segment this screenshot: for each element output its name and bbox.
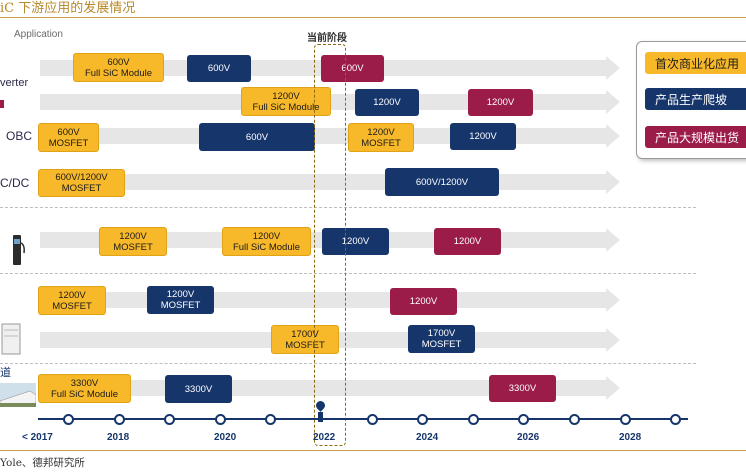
axis-tick: [569, 414, 580, 425]
title-rule: [0, 17, 746, 18]
timeline-axis: [38, 418, 688, 420]
current-stage-box: [314, 44, 346, 446]
legend-ramp-up: 产品生产爬坡: [645, 88, 746, 110]
chip: 600V: [321, 55, 384, 82]
axis-tick: [468, 414, 479, 425]
row-label-obc: OBC: [6, 129, 33, 143]
chip: 1200V: [390, 288, 457, 315]
chip: 1200V: [434, 228, 501, 255]
chip: 3300V Full SiC Module: [38, 374, 131, 403]
chip: 3300V: [489, 375, 556, 402]
chip: 600V/1200V: [385, 168, 499, 196]
chip: 600V MOSFET: [38, 123, 99, 152]
rail-row-marker: 道: [0, 367, 11, 379]
chip: 1200V: [322, 228, 389, 255]
chip: 1200V Full SiC Module: [241, 87, 331, 116]
year-label: < 2017: [22, 432, 53, 443]
chip: 1200V: [355, 89, 419, 116]
chip: 600V: [199, 123, 315, 151]
axis-tick: [518, 414, 529, 425]
year-label: 2026: [517, 432, 540, 443]
axis-tick: [215, 414, 226, 425]
year-label: 2020: [214, 432, 237, 443]
train-icon: [0, 383, 36, 407]
group-separator: [0, 363, 696, 364]
legend: 首次商业化应用 产品生产爬坡 产品大规模出货: [636, 41, 746, 159]
chip: 1200V MOSFET: [147, 286, 214, 314]
axis-tick: [367, 414, 378, 425]
chip: 1700V MOSFET: [271, 325, 339, 354]
chip: 1200V MOSFET: [348, 123, 414, 152]
chip: 1200V: [450, 123, 516, 150]
source-note: Yole、德邦研究所: [0, 457, 85, 469]
chip: 600V Full SiC Module: [73, 53, 164, 82]
axis-tick: [164, 414, 175, 425]
column-header: Application: [14, 29, 63, 40]
axis-tick: [670, 414, 681, 425]
chart-title: iC 下游应用的发展情况: [0, 1, 136, 16]
chip: 3300V: [165, 375, 232, 403]
charging-pile-icon: [13, 235, 25, 265]
footer-rule: [0, 450, 746, 451]
year-label: 2022: [313, 432, 336, 443]
axis-tick: [265, 414, 276, 425]
year-label: 2028: [619, 432, 642, 443]
chip: 600V: [187, 55, 251, 82]
chip: 600V/1200V MOSFET: [38, 169, 125, 197]
current-year-pin-stem: [318, 412, 323, 422]
power-supply-icon: [1, 323, 21, 355]
axis-tick: [620, 414, 631, 425]
chip: 1700V MOSFET: [408, 325, 475, 353]
legend-first-commercial: 首次商业化应用: [645, 52, 746, 74]
legend-mass-shipment: 产品大规模出货: [645, 126, 746, 148]
year-label: 2024: [416, 432, 439, 443]
axis-tick: [417, 414, 428, 425]
chip: 1200V Full SiC Module: [222, 227, 311, 256]
axis-tick: [63, 414, 74, 425]
group-separator: [0, 207, 696, 208]
axis-tick: [114, 414, 125, 425]
chip: 1200V: [468, 89, 533, 116]
chip: 1200V MOSFET: [38, 286, 106, 315]
year-label: 2018: [107, 432, 130, 443]
row-label-dcdc: C/DC: [0, 176, 30, 190]
current-stage-label: 当前阶段: [307, 33, 347, 44]
group-separator: [0, 273, 696, 274]
chip: 1200V MOSFET: [99, 227, 167, 256]
row-label-inverter: verter: [0, 77, 29, 89]
inverter-icon: [0, 100, 4, 108]
